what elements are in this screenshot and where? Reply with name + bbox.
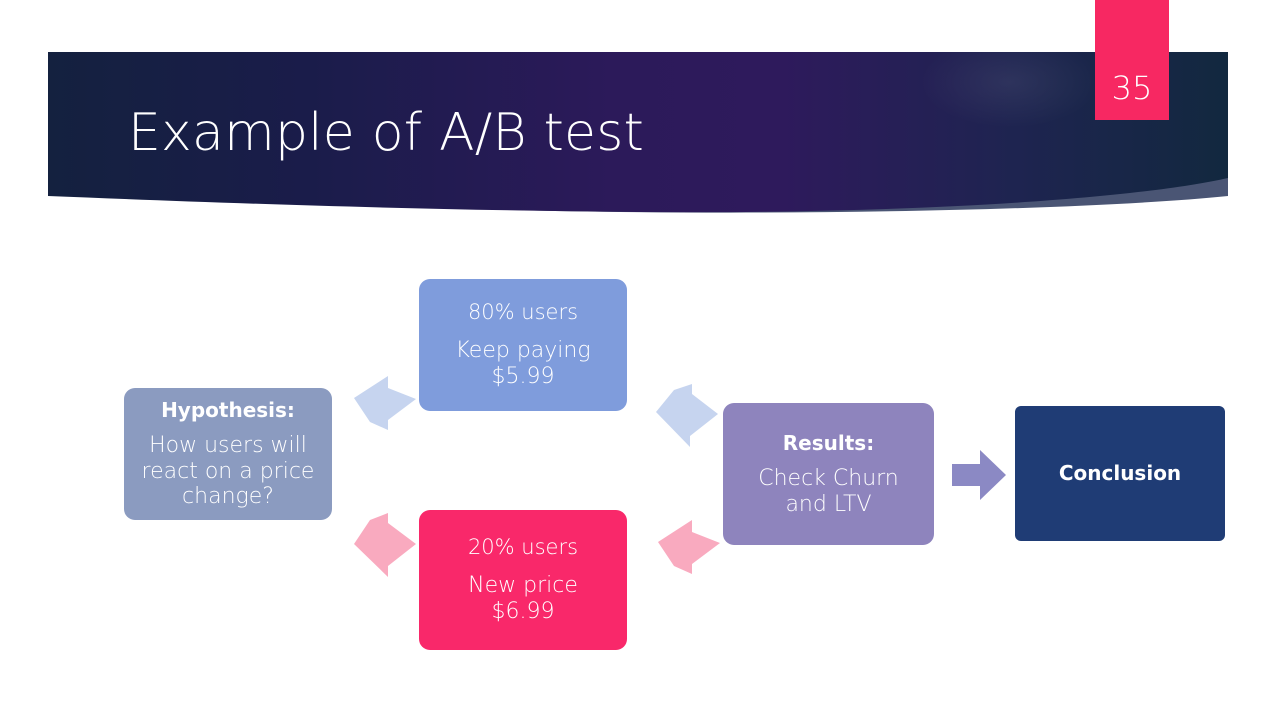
node-variant-b-subhead: 20% users	[467, 535, 579, 560]
node-hypothesis[interactable]: Hypothesis: How users will react on a pr…	[124, 388, 332, 520]
node-variant-b-body-line-1: New price	[468, 572, 578, 598]
arrow-hypothesis-to-variant-a-icon	[354, 376, 416, 430]
node-variant-b-body-line-2: $6.99	[491, 598, 555, 624]
arrow-results-to-conclusion-icon	[952, 450, 1006, 500]
node-conclusion[interactable]: Conclusion	[1015, 406, 1225, 541]
page-number-badge: 35	[1095, 0, 1169, 120]
node-variant-a-body-line-2: $5.99	[491, 363, 555, 389]
node-variant-a-subhead: 80% users	[467, 300, 579, 325]
node-results-body-line-1: Check Churn	[758, 465, 899, 491]
node-hypothesis-body: How users will react on a price change?	[142, 433, 315, 511]
page-number-label: 35	[1111, 69, 1153, 107]
node-variant-b[interactable]: 20% users New price $6.99	[419, 510, 627, 650]
arrow-variant-a-to-results-icon	[656, 384, 718, 447]
arrow-variant-b-to-results-icon	[658, 520, 720, 574]
node-hypothesis-body-line-3: change?	[182, 484, 274, 510]
node-hypothesis-heading: Hypothesis:	[161, 397, 295, 422]
page-title: Example of A/B test	[128, 103, 645, 163]
node-results-body-line-2: and LTV	[785, 491, 872, 517]
node-hypothesis-body-line-2: react on a price	[141, 458, 315, 484]
node-results-heading: Results:	[782, 430, 875, 455]
node-variant-a-body-line-1: Keep paying	[455, 337, 591, 363]
node-variant-a[interactable]: 80% users Keep paying $5.99	[419, 279, 627, 411]
node-results[interactable]: Results: Check Churn and LTV	[723, 403, 934, 545]
node-variant-b-body: New price $6.99	[468, 573, 578, 625]
node-variant-a-body: Keep paying $5.99	[455, 338, 590, 390]
node-conclusion-heading: Conclusion	[1058, 461, 1182, 485]
arrow-hypothesis-to-variant-b-icon	[354, 513, 416, 577]
node-results-body: Check Churn and LTV	[758, 466, 899, 518]
node-hypothesis-body-line-1: How users will	[149, 432, 307, 458]
